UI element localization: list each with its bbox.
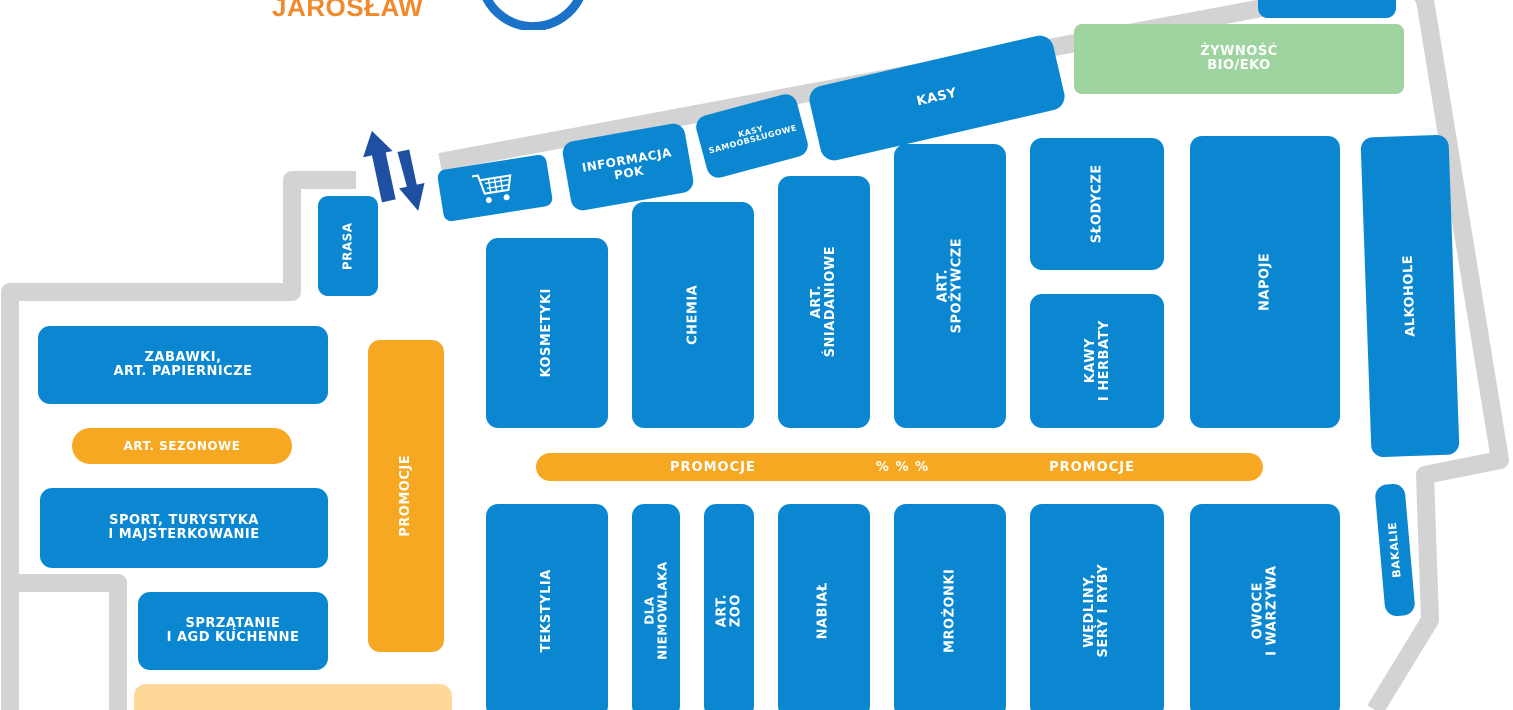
aisle-meat-fish[interactable]: WĘDLINY, SERY I RYBY <box>1030 504 1164 710</box>
sport-diy-section[interactable]: SPORT, TURYSTYKA I MAJSTERKOWANIE <box>40 488 328 568</box>
self-checkout-label: KASY SAMOOBSŁUGOWE <box>707 123 798 156</box>
exit-arrow-down <box>397 149 425 211</box>
press-label: PRASA <box>340 222 355 270</box>
aisle-groceries[interactable]: ART. SPOŻYWCZE <box>894 144 1006 428</box>
aisle-frozen-label: MROŻONKI <box>942 568 958 654</box>
aisle-drinks[interactable]: NAPOJE <box>1190 136 1340 428</box>
shopping-cart-station[interactable] <box>436 153 554 223</box>
aisle-chemicals[interactable]: CHEMIA <box>632 202 754 428</box>
aisle-sweets-label: SŁODYCZE <box>1089 164 1105 244</box>
store-logo-icon <box>482 0 584 30</box>
aisle-coffee-tea-label: KAWY I HERBATY <box>1082 320 1111 402</box>
aisle-baby-label: DLA NIEMOWLAKA <box>642 561 670 661</box>
sport-diy-label: SPORT, TURYSTYKA I MAJSTERKOWANIE <box>108 513 260 542</box>
press-section[interactable]: PRASA <box>318 196 378 296</box>
aisle-produce-label: OWOCE I WARZYWA <box>1250 565 1279 657</box>
entrance-exit-arrows-icon[interactable] <box>362 124 432 219</box>
aisle-produce[interactable]: OWOCE I WARZYWA <box>1190 504 1340 710</box>
shopping-cart-icon <box>471 174 512 204</box>
aisle-cosmetics[interactable]: KOSMETYKI <box>486 238 608 428</box>
aisle-alcohol-label: ALKOHOLE <box>1400 254 1419 338</box>
promo-bar[interactable]: PROMOCJE % % % PROMOCJE <box>536 453 1263 481</box>
promo-bar-left-label: PROMOCJE <box>670 459 756 475</box>
store-name: JAROSŁAW <box>272 0 424 22</box>
seasonal-section[interactable]: ART. SEZONOWE <box>72 428 292 464</box>
bottom-left-fragment <box>134 684 452 710</box>
aisle-chemicals-label: CHEMIA <box>685 284 701 346</box>
organic-food-section[interactable]: ŻYWNOŚĆ BIO/EKO <box>1074 24 1404 94</box>
aisle-breakfast-label: ART. ŚNIADANIOWE <box>809 246 838 358</box>
top-right-fragment <box>1258 0 1396 18</box>
cleaning-appliances-section[interactable]: SPRZĄTANIE I AGD KUCHENNE <box>138 592 328 670</box>
aisle-frozen[interactable]: MROŻONKI <box>894 504 1006 710</box>
promo-bar-right-label: PROMOCJE <box>1049 459 1135 475</box>
promo-bar-middle-label: % % % <box>875 459 930 475</box>
checkout-label: KASY <box>915 85 959 110</box>
aisle-dairy[interactable]: NABIAŁ <box>778 504 870 710</box>
aisle-dairy-label: NABIAŁ <box>816 582 832 640</box>
toys-stationery-label: ZABAWKI, ART. PAPIERNICZE <box>113 350 253 379</box>
aisle-pets-label: ART. ZOO <box>714 594 743 628</box>
aisle-groceries-label: ART. SPOŻYWCZE <box>935 238 964 334</box>
aisle-coffee-tea[interactable]: KAWY I HERBATY <box>1030 294 1164 428</box>
aisle-meat-fish-label: WĘDLINY, SERY I RYBY <box>1082 564 1111 658</box>
aisle-alcohol[interactable]: ALKOHOLE <box>1360 134 1460 458</box>
organic-food-label: ŻYWNOŚĆ BIO/EKO <box>1200 44 1278 73</box>
cleaning-appliances-label: SPRZĄTANIE I AGD KUCHENNE <box>166 616 300 645</box>
store-inner-wall <box>10 574 127 710</box>
aisle-cosmetics-label: KOSMETYKI <box>539 288 555 378</box>
aisle-baby[interactable]: DLA NIEMOWLAKA <box>632 504 680 710</box>
aisle-sweets[interactable]: SŁODYCZE <box>1030 138 1164 270</box>
aisle-nuts-label: BAKALIE <box>1385 521 1404 579</box>
toys-stationery-section[interactable]: ZABAWKI, ART. PAPIERNICZE <box>38 326 328 404</box>
aisle-drinks-label: NAPOJE <box>1257 252 1273 312</box>
entrance-arrow-up <box>363 130 396 203</box>
aisle-textiles-label: TEKSTYLIA <box>539 569 555 653</box>
aisle-pets[interactable]: ART. ZOO <box>704 504 754 710</box>
info-desk-label: INFORMACJA POK <box>580 145 673 183</box>
aisle-textiles[interactable]: TEKSTYLIA <box>486 504 608 710</box>
aisle-breakfast[interactable]: ART. ŚNIADANIOWE <box>778 176 870 428</box>
seasonal-label: ART. SEZONOWE <box>123 438 241 453</box>
promo-column-label: PROMOCJE <box>398 455 414 537</box>
promo-column[interactable]: PROMOCJE <box>368 340 444 652</box>
